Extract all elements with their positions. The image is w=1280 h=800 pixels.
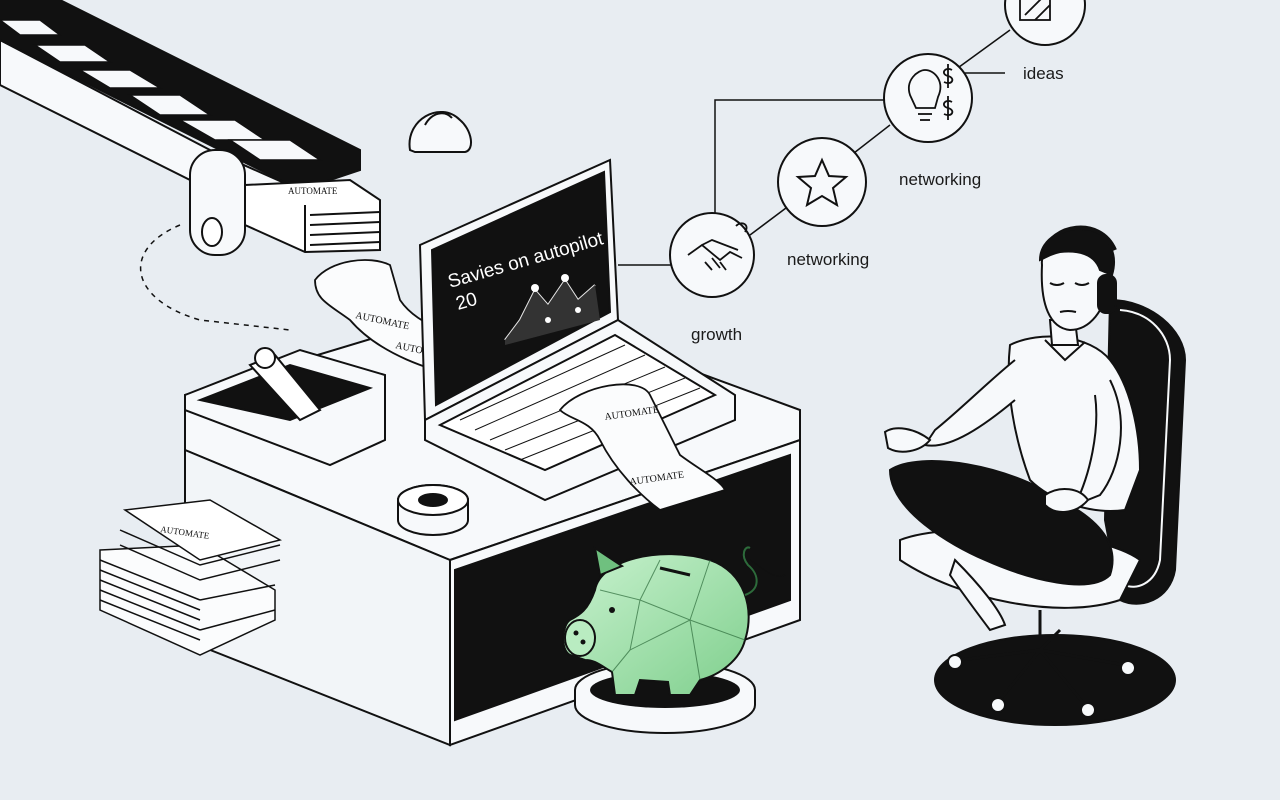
document-icon: [1019, 0, 1051, 21]
ideas-node: [883, 53, 973, 143]
star-icon: [795, 157, 849, 208]
handshake-icon: [687, 222, 748, 271]
star-node: [777, 137, 867, 227]
lightbulb-dollar-icon: [908, 64, 954, 121]
piggy-bank: [562, 545, 786, 734]
paper-stream-lower: [558, 383, 727, 511]
conveyor-card-label: AUTOMATE: [288, 186, 338, 196]
label-networking-bottom: networking: [787, 250, 870, 269]
chart-point: [545, 317, 551, 323]
printer-box: [184, 347, 386, 467]
dashed-flow-line: [139, 224, 291, 331]
chart-point: [561, 274, 569, 282]
screen-chart: [504, 274, 600, 345]
label-growth: growth: [691, 325, 743, 344]
headphones-icon: [1043, 225, 1117, 314]
meditating-person: [883, 225, 1187, 726]
network-diagram: [618, 29, 1011, 266]
conveyor-belt: AUTOMATE: [0, 0, 381, 256]
chart-point: [531, 284, 539, 292]
card-stack-conveyor: [244, 178, 381, 254]
desk-round-button: [397, 484, 469, 536]
cloud-icon: [408, 110, 472, 153]
document-node: [1004, 0, 1086, 46]
label-networking-top: networking: [899, 170, 982, 189]
handshake-node: [669, 212, 755, 298]
chart-point: [575, 307, 581, 313]
card-stack-left: [99, 499, 282, 656]
label-ideas: ideas: [1023, 64, 1064, 83]
